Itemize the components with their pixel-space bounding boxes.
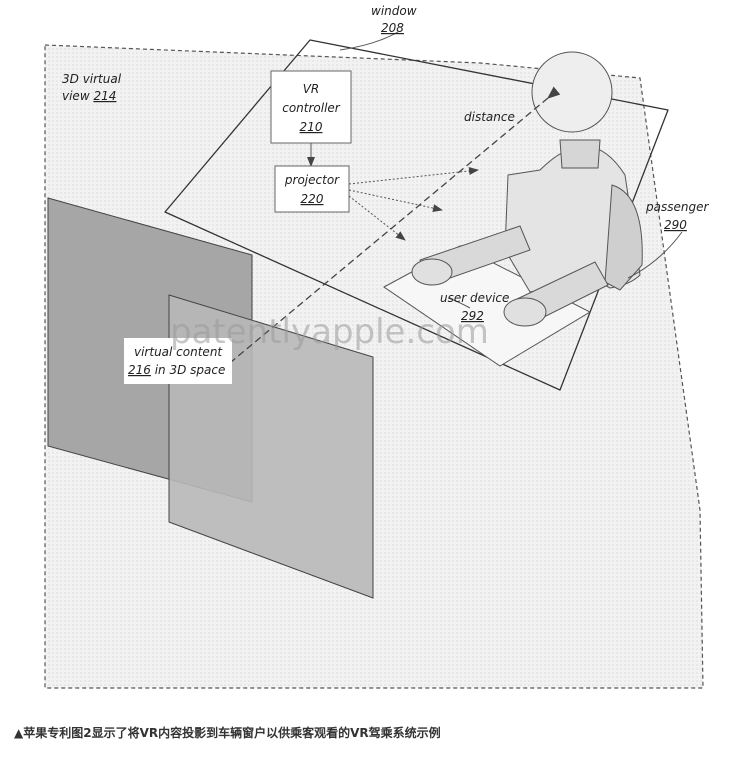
projector-number: 220 [301, 192, 324, 206]
leader-lines [339, 31, 683, 309]
window-label: window [371, 4, 417, 18]
window-number: 208 [381, 21, 404, 35]
virtual-content-label-box [124, 338, 232, 384]
virtual-content-label: virtual content [134, 345, 223, 359]
vr-controller-label-2: controller [282, 101, 341, 115]
user-device-number: 292 [461, 309, 484, 323]
virtual-view-label-line2: view 214 [62, 89, 116, 103]
watermark: patentlyapple.com [170, 312, 489, 352]
projector-label: projector [284, 173, 340, 187]
vr-controller-number: 210 [300, 120, 323, 134]
passenger-label: passenger [645, 200, 709, 214]
virtual-view-label-line1: 3D virtual [62, 72, 122, 86]
patent-figure: window 208 3D virtual view 214 VR contro… [44, 4, 709, 689]
passenger-number: 290 [664, 218, 687, 232]
figure-caption: ▲苹果专利图2显示了将VR内容投影到车辆窗户以供乘客观看的VR驾乘系统示例 [14, 726, 441, 740]
vr-controller-label: VR [303, 82, 320, 96]
user-device-label: user device [440, 291, 509, 305]
distance-arrow [206, 86, 561, 383]
distance-label: distance [464, 110, 515, 124]
virtual-content-label-2: 216 in 3D space [128, 363, 225, 377]
